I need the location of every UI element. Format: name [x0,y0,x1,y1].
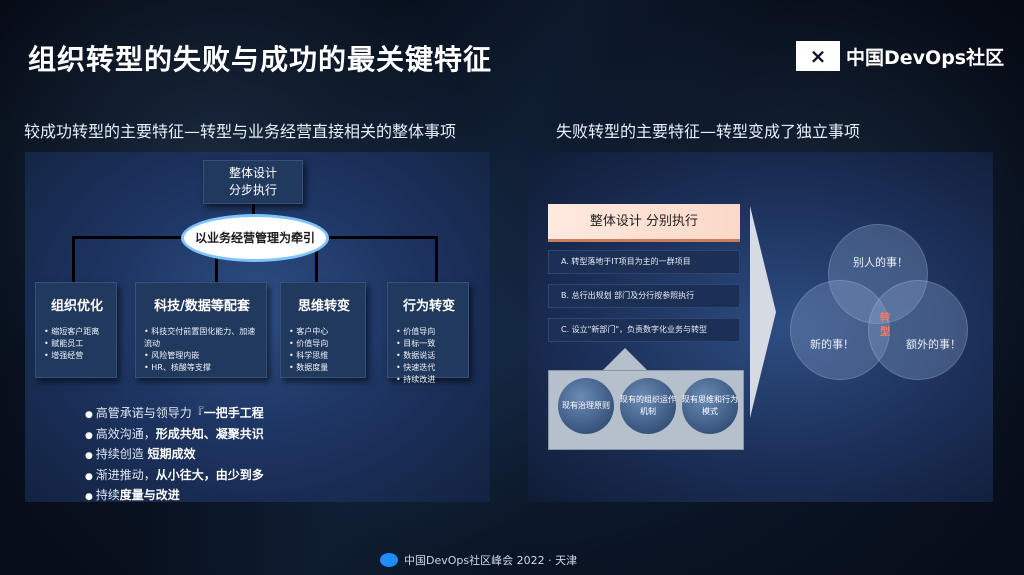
connector [315,238,318,282]
list-item: 渐进推动，从小往大，由少到多 [85,466,264,487]
venn-label-top: 别人的事！ [853,256,908,269]
footer: 中国DevOps社区峰会 2022 · 天津 [380,552,577,568]
governance-circle: 现有治理原则 [558,378,614,434]
list-item: 持续创造 短期成效 [85,445,264,466]
failure-item-c: C. 设立"新部门"，负责数字化业务与转型 [548,318,740,342]
arrow-shape [750,206,776,418]
summit-logo-icon [380,553,398,567]
success-panel: 整体设计 分步执行 以业务经营管理为牵引 组织优化 缩短客户距离 赋能员工 增强… [25,152,490,502]
card-behavior: 行为转变 价值导向 目标一致 数据说话 快速迭代 持续改进 [387,282,469,384]
page-title: 组织转型的失败与成功的最关键特征 [28,43,493,76]
org-mechanism-circle: 现有的组织运作机制 [620,378,676,434]
right-subtitle: 失败转型的主要特征—转型变成了独立事项 [556,122,861,141]
list-item: 高管承诺与领导力『一把手工程 [85,404,264,425]
failure-panel: 整体设计 分别执行 A. 转型落地于IT项目为主的一群项目 B. 总行出规划 部… [528,152,993,502]
connector [435,236,438,282]
logo-text: 中国DevOps社区 [846,46,1005,69]
list-item: 持续度量与改进 [85,486,264,507]
card-mindset: 思维转变 客户中心 价值导向 科学思维 数据度量 [280,282,366,378]
brand-logo: ⨯ 中国DevOps社区 [796,40,1004,72]
connector [72,236,75,282]
left-subtitle: 较成功转型的主要特征—转型与业务经营直接相关的整体事项 [24,122,457,141]
failure-item-a: A. 转型落地于IT项目为主的一群项目 [548,250,740,274]
mindset-circle: 现有思维和行为模式 [682,378,738,434]
success-bullets: 高管承诺与领导力『一把手工程 高效沟通，形成共知、凝聚共识 持续创造 短期成效 … [85,404,264,507]
card-tech-data: 科技/数据等配套 科技交付前置固化能力、加速流动 风险管理内嵌 HR、核酸等支撑 [135,282,267,378]
footer-text: 中国DevOps社区峰会 2022 · 天津 [404,554,578,567]
venn-label-right: 额外的事！ [906,338,961,351]
venn-label-left: 新的事！ [810,338,854,351]
connector [252,204,255,216]
business-driver-oval: 以业务经营管理为牵引 [181,214,329,262]
design-separate-box: 整体设计 分别执行 [548,204,740,242]
design-box: 整体设计 分步执行 [203,160,303,204]
card-org-optimization: 组织优化 缩短客户距离 赋能员工 增强经营 [35,282,117,378]
failure-item-b: B. 总行出规划 部门及分行按参照执行 [548,284,740,308]
logo-icon: ⨯ [796,41,840,71]
venn-center-label: 转型 [880,313,890,338]
venn-circle-right [868,280,968,380]
list-item: 高效沟通，形成共知、凝聚共识 [85,425,264,446]
connector [215,238,218,282]
foundation-peak [603,348,647,370]
